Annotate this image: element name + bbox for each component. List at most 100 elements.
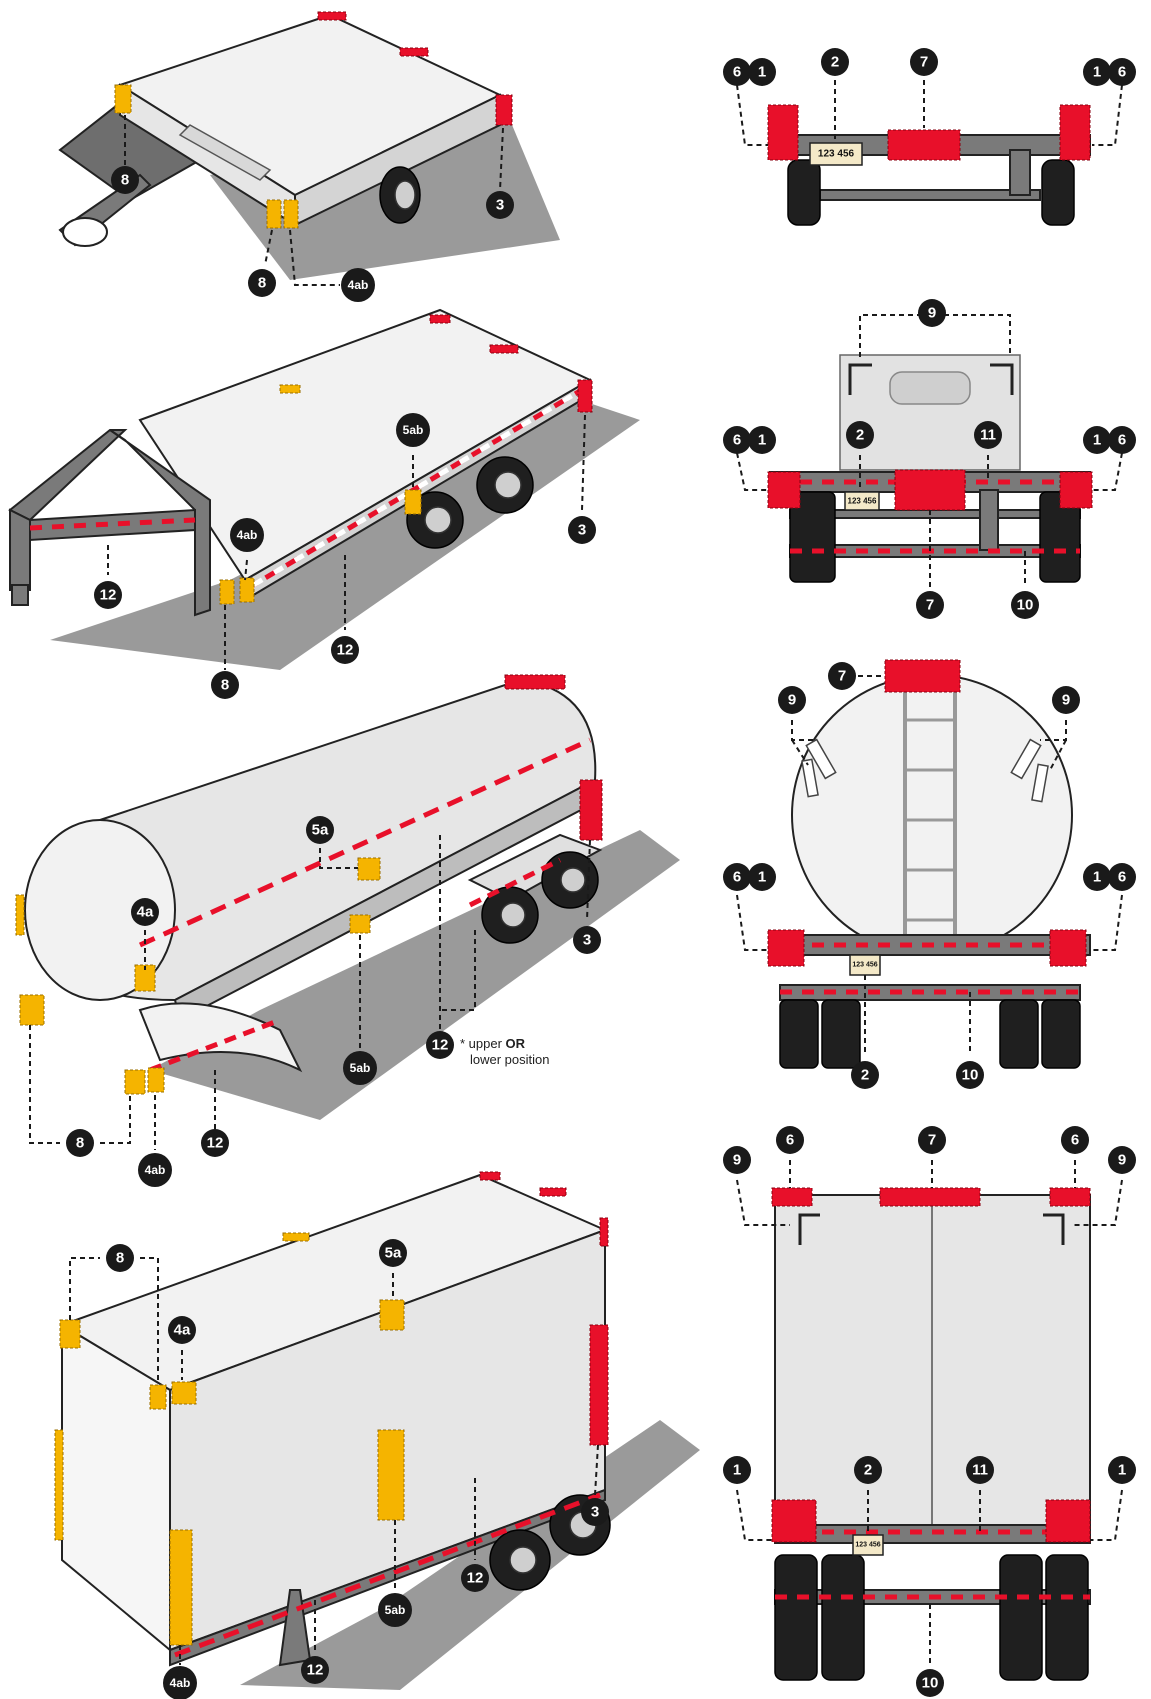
callout-circle bbox=[916, 591, 944, 619]
conspicuity-amber-top-mid bbox=[282, 1232, 310, 1242]
callout-label: 4ab bbox=[170, 1676, 191, 1690]
callout-circle bbox=[131, 898, 159, 926]
callout-label: 1 bbox=[1118, 1462, 1126, 1479]
tanker-side-view bbox=[15, 674, 680, 1120]
callout-marker-6: 6 bbox=[723, 863, 751, 891]
callout-marker-5a: 5a bbox=[306, 816, 334, 844]
callout-circle bbox=[581, 1498, 609, 1526]
callout-marker-1: 1 bbox=[1083, 863, 1111, 891]
callout-marker-8: 8 bbox=[211, 671, 239, 699]
callout-marker-1: 1 bbox=[748, 58, 776, 86]
box-trailer-rear-view: 123 456 bbox=[771, 1187, 1091, 1681]
conspicuity-amber-corner-a bbox=[266, 199, 282, 229]
callout-label: 1 bbox=[758, 869, 766, 886]
tanker-rear-view: 123 456 bbox=[767, 659, 1091, 1069]
callout-circle bbox=[918, 299, 946, 327]
conspicuity-red-top-right bbox=[1049, 1187, 1091, 1207]
callout-circle bbox=[748, 58, 776, 86]
conspicuity-red-rear-center bbox=[887, 129, 961, 161]
callout-label: 12 bbox=[337, 642, 354, 659]
callout-circle bbox=[778, 686, 806, 714]
conspicuity-red-rear-upper bbox=[579, 779, 603, 841]
conspicuity-red-rear-right bbox=[1059, 104, 1091, 161]
callout-label: 9 bbox=[928, 305, 936, 322]
callout-circle bbox=[201, 1129, 229, 1157]
callout-circle bbox=[111, 166, 139, 194]
callout-circle bbox=[396, 413, 430, 447]
callout-circle bbox=[1108, 1146, 1136, 1174]
conspicuity-amber-front-top-left bbox=[59, 1319, 81, 1349]
callout-marker-4ab: 4ab bbox=[138, 1153, 172, 1187]
conspicuity-red-top-left bbox=[771, 1187, 813, 1207]
callout-circle bbox=[230, 518, 264, 552]
callout-circle bbox=[1108, 58, 1136, 86]
callout-marker-4ab: 4ab bbox=[230, 518, 264, 552]
callout-marker-5a: 5a bbox=[379, 1239, 407, 1267]
conspicuity-amber-corner-b bbox=[147, 1067, 165, 1093]
callout-marker-9: 9 bbox=[918, 299, 946, 327]
callout-circle bbox=[1061, 1126, 1089, 1154]
callout-marker-1: 1 bbox=[1083, 58, 1111, 86]
callout-marker-5ab: 5ab bbox=[378, 1593, 412, 1627]
callout-marker-1: 1 bbox=[748, 426, 776, 454]
callout-circle bbox=[1083, 863, 1111, 891]
callout-label: 6 bbox=[1118, 869, 1126, 886]
callout-circle bbox=[776, 1126, 804, 1154]
callout-label: 6 bbox=[786, 1132, 794, 1149]
callout-circle bbox=[1108, 1456, 1136, 1484]
conspicuity-red-top bbox=[504, 674, 566, 690]
conspicuity-amber-front-edge bbox=[54, 1429, 64, 1541]
callout-circle bbox=[1083, 58, 1111, 86]
callout-label: 5a bbox=[385, 1245, 402, 1262]
conspicuity-red-rear-left bbox=[767, 471, 801, 509]
callout-label: 6 bbox=[733, 432, 741, 449]
conspicuity-amber-front-mid bbox=[134, 964, 156, 992]
callout-label: 7 bbox=[928, 1132, 936, 1149]
callout-marker-2: 2 bbox=[854, 1456, 882, 1484]
callout-circle bbox=[956, 1061, 984, 1089]
conspicuity-amber-front-corner-b bbox=[171, 1381, 197, 1405]
callout-circle bbox=[916, 1669, 944, 1697]
callout-label: 10 bbox=[1017, 597, 1034, 614]
callout-marker-7: 7 bbox=[910, 48, 938, 76]
callout-label: 4ab bbox=[348, 278, 369, 292]
callout-marker-3: 3 bbox=[568, 516, 596, 544]
callout-label: 5a bbox=[312, 822, 329, 839]
conspicuity-amber-top-left bbox=[279, 384, 301, 394]
callout-label: 8 bbox=[116, 1250, 124, 1267]
callout-marker-5ab: 5ab bbox=[396, 413, 430, 447]
callout-circle bbox=[461, 1564, 489, 1592]
callout-label: 5ab bbox=[350, 1061, 371, 1075]
gooseneck-flatbed-side-view bbox=[8, 308, 640, 670]
callout-circle bbox=[723, 863, 751, 891]
callout-label: 6 bbox=[1118, 432, 1126, 449]
callout-label: 8 bbox=[76, 1135, 84, 1152]
callout-label: 1 bbox=[758, 432, 766, 449]
callout-circle bbox=[248, 269, 276, 297]
callout-marker-11: 11 bbox=[966, 1456, 994, 1484]
callout-marker-3: 3 bbox=[486, 191, 514, 219]
conspicuity-red-rear-right bbox=[1059, 471, 1093, 509]
callout-label: 4ab bbox=[237, 528, 258, 542]
callout-marker-12: 12 bbox=[301, 1656, 329, 1684]
callout-circle bbox=[723, 426, 751, 454]
callout-label: 1 bbox=[1093, 64, 1101, 81]
callout-label: 11 bbox=[972, 1462, 988, 1479]
license-plate: 123 456 bbox=[818, 149, 855, 160]
conspicuity-red-top bbox=[317, 11, 347, 21]
callout-marker-12: 12 bbox=[201, 1129, 229, 1157]
callout-marker-8: 8 bbox=[111, 166, 139, 194]
conspicuity-amber-front-lower bbox=[169, 1529, 193, 1646]
license-plate: 123 456 bbox=[848, 497, 877, 506]
conspicuity-red-rear-center bbox=[894, 469, 966, 511]
callout-circle bbox=[426, 1031, 454, 1059]
conspicuity-amber-corner-b bbox=[283, 199, 299, 229]
callout-circle bbox=[138, 1153, 172, 1187]
callout-label: 12 bbox=[467, 1570, 484, 1587]
callout-circle bbox=[748, 863, 776, 891]
conspicuity-red-top-corner bbox=[479, 1171, 501, 1181]
callout-label: 1 bbox=[758, 64, 766, 81]
callout-circle bbox=[846, 421, 874, 449]
callout-marker-11: 11 bbox=[974, 421, 1002, 449]
conspicuity-amber-side-lower bbox=[377, 1429, 405, 1521]
